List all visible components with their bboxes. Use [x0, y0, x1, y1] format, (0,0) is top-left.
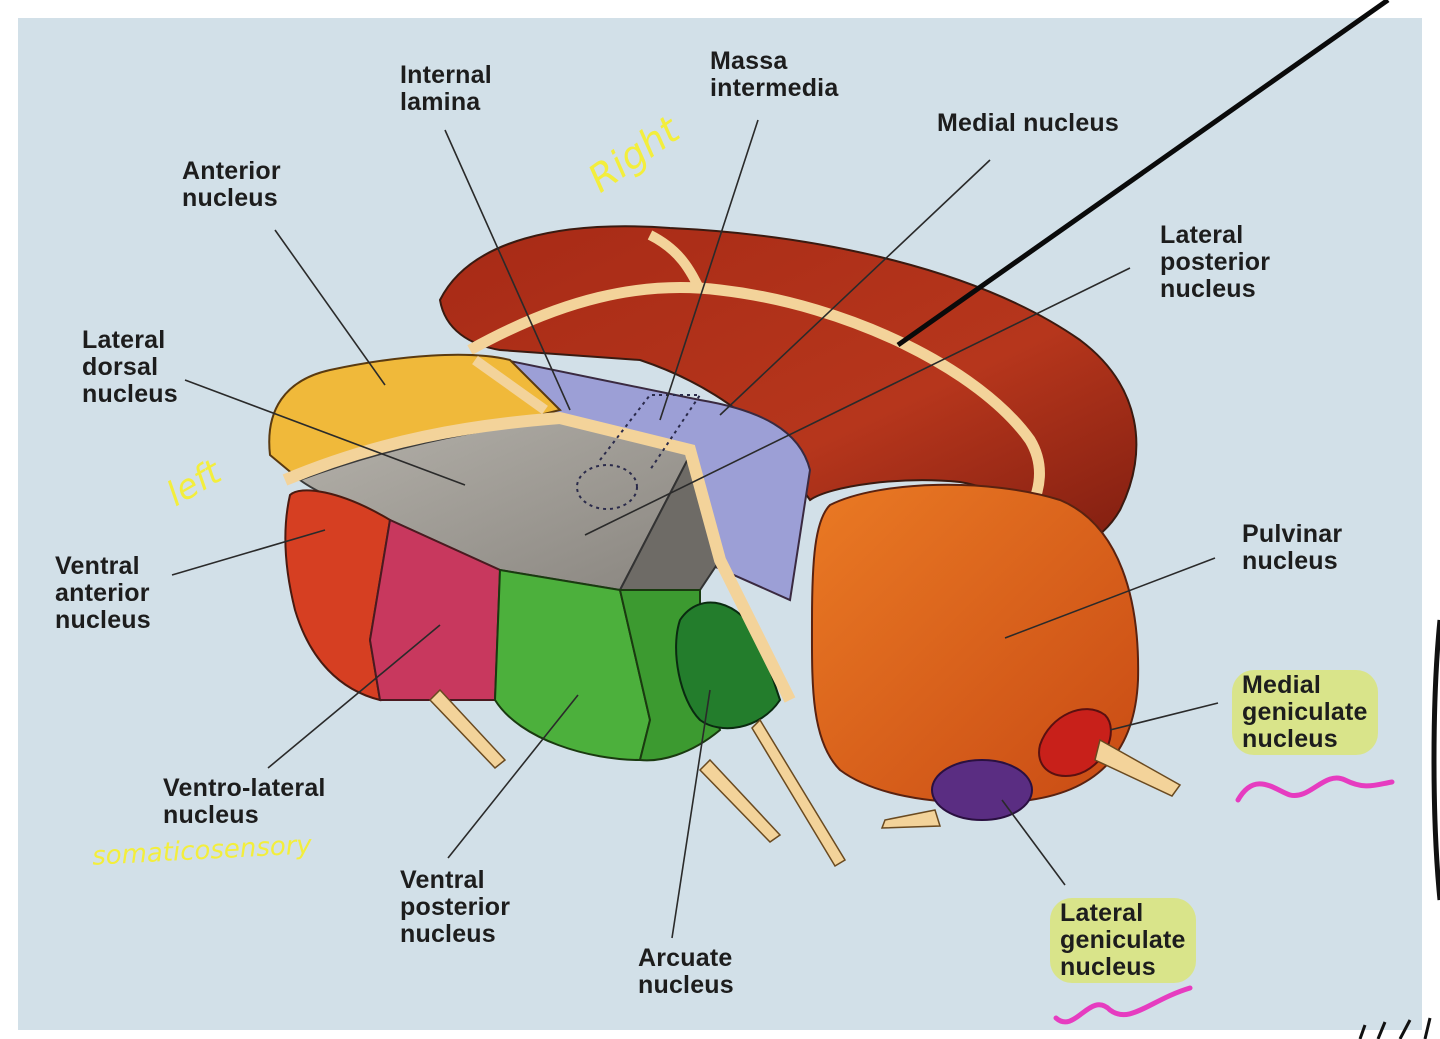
lamina-front-branch	[472, 355, 548, 415]
internal-lamina-strip	[467, 282, 1045, 513]
leader-lines	[171, 119, 1219, 939]
label-ventral-posterior-nucleus: Ventral posterior nucleus	[400, 866, 511, 948]
ventral-anterior-shape	[284, 489, 392, 702]
squiggle-lateral-geniculate	[1053, 985, 1193, 1025]
label-medial-nucleus: Medial nucleus	[937, 109, 1120, 137]
label-lateral-geniculate-nucleus: Lateral geniculate nucleus	[1050, 898, 1196, 983]
label-pulvinar-nucleus: Pulvinar nucleus	[1242, 520, 1343, 575]
label-ventral-anterior-nucleus: Ventral anterior nucleus	[55, 552, 151, 634]
optic-tract	[880, 809, 942, 829]
label-arcuate-nucleus: Arcuate nucleus	[638, 944, 734, 999]
pen-pointer-line	[896, 0, 1390, 348]
massa-intermedia-dotted	[599, 394, 702, 471]
label-lateral-dorsal-nucleus: Lateral dorsal nucleus	[82, 326, 178, 408]
squiggle-medial-geniculate	[1235, 775, 1395, 803]
label-internal-lamina: Internal lamina	[400, 61, 492, 116]
tract-1	[428, 688, 507, 770]
label-medial-geniculate-nucleus: Medial geniculate nucleus	[1232, 670, 1378, 755]
internal-lamina-branch	[647, 230, 705, 293]
label-lateral-posterior-nucleus: Lateral posterior nucleus	[1160, 221, 1271, 303]
massa-intermedia-outline	[576, 464, 638, 510]
label-ventro-lateral-nucleus: Ventro-lateral nucleus	[163, 774, 326, 829]
tract-3	[751, 718, 847, 868]
arcuate-shape	[675, 601, 782, 730]
right-edge-bracket	[1431, 619, 1440, 901]
corner-pen-marks	[1358, 1017, 1432, 1039]
tract-2	[698, 758, 782, 843]
label-anterior-nucleus: Anterior nucleus	[182, 157, 281, 212]
lateral-geniculate-shape	[931, 759, 1033, 821]
lamina-front	[282, 411, 796, 703]
geniculate-tract	[1094, 738, 1182, 797]
label-massa-intermedia: Massa intermedia	[710, 47, 839, 102]
